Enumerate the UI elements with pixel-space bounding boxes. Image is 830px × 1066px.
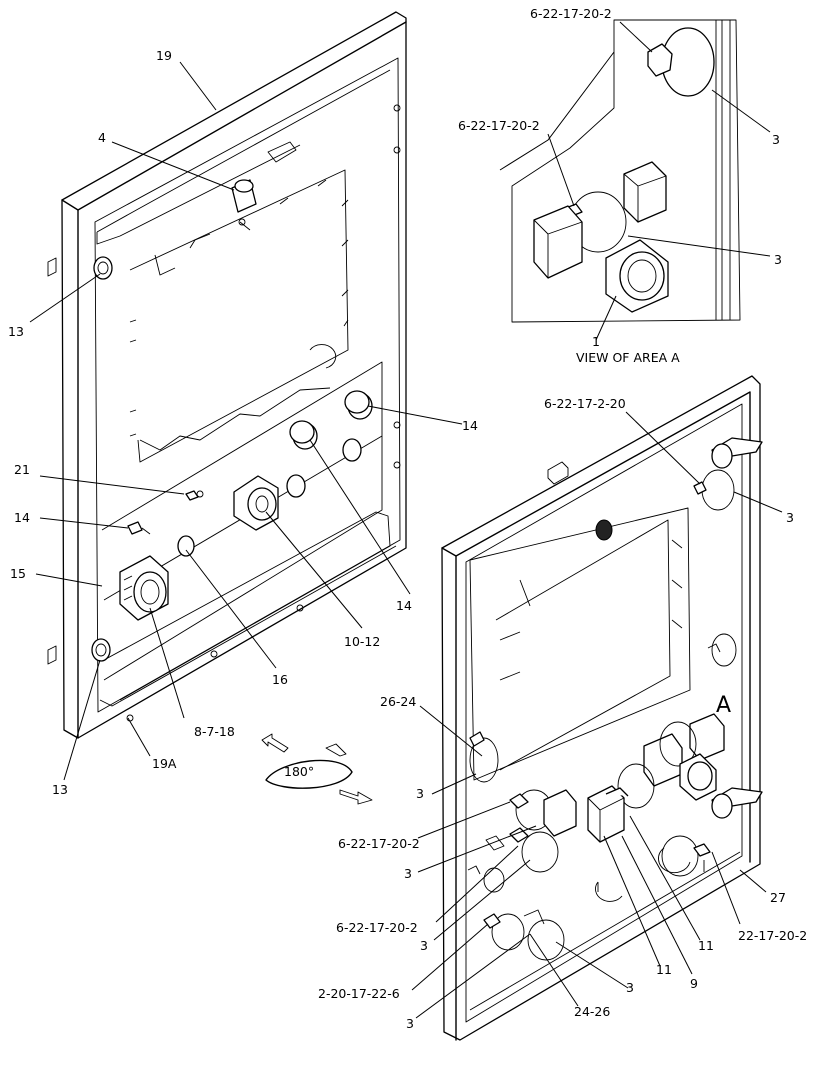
- callout-13-top: 13: [8, 324, 24, 339]
- callout-22-17-20-2: 22-17-20-2: [738, 928, 807, 943]
- callout-3-bottom-right: 3: [626, 980, 634, 995]
- callout-3-right: 3: [786, 510, 794, 525]
- callout-3-left-b: 3: [404, 866, 412, 881]
- callout-labels: 19 4 13 21 14 15 14 14 10-12 16 13 8-7-1…: [8, 6, 807, 1031]
- callout-21: 21: [14, 462, 30, 477]
- callout-11-a: 11: [656, 962, 672, 977]
- callout-view-6-22-17-20-2-top: 6-22-17-20-2: [530, 6, 612, 21]
- left-panel-assembly: [47, 11, 407, 739]
- callout-19A: 19A: [152, 756, 177, 771]
- callout-3-left-a: 3: [416, 786, 424, 801]
- callout-24-26: 24-26: [574, 1004, 610, 1019]
- callout-15: 15: [10, 566, 26, 581]
- callout-2-20-17-22-6: 2-20-17-22-6: [318, 986, 400, 1001]
- callout-view-1: 1: [592, 334, 600, 349]
- view-of-area-a-title: VIEW OF AREA A: [576, 350, 680, 365]
- callout-8-7-18: 8-7-18: [194, 724, 235, 739]
- callout-view-3-mid: 3: [774, 252, 782, 267]
- callout-14-upper: 14: [462, 418, 478, 433]
- callout-4: 4: [98, 130, 106, 145]
- leader-lines: [29, 21, 783, 1019]
- rotation-label: 180°: [284, 764, 314, 779]
- area-a-marker: A: [716, 693, 731, 718]
- callout-14-lower: 14: [396, 598, 412, 613]
- callout-19: 19: [156, 48, 172, 63]
- callout-14-left: 14: [14, 510, 30, 525]
- callout-3-bottom: 3: [406, 1016, 414, 1031]
- callout-view-6-22-17-20-2-mid: 6-22-17-20-2: [458, 118, 540, 133]
- area-a-detail-view: [511, 19, 741, 323]
- callout-9: 9: [690, 976, 698, 991]
- callout-3-left-c: 3: [420, 938, 428, 953]
- callout-16: 16: [272, 672, 288, 687]
- callout-27: 27: [770, 890, 786, 905]
- callout-6-22-17-20-2-b: 6-22-17-20-2: [336, 920, 418, 935]
- rotation-arrow-icon: 180°: [261, 733, 373, 805]
- callout-view-3-top: 3: [772, 132, 780, 147]
- callout-10-12: 10-12: [344, 634, 380, 649]
- right-panel-assembly: [441, 375, 763, 1041]
- callout-6-22-17-2-20: 6-22-17-2-20: [544, 396, 626, 411]
- callout-11-b: 11: [698, 938, 714, 953]
- callout-6-22-17-20-2-a: 6-22-17-20-2: [338, 836, 420, 851]
- callout-13-bottom: 13: [52, 782, 68, 797]
- callout-26-24: 26-24: [380, 694, 416, 709]
